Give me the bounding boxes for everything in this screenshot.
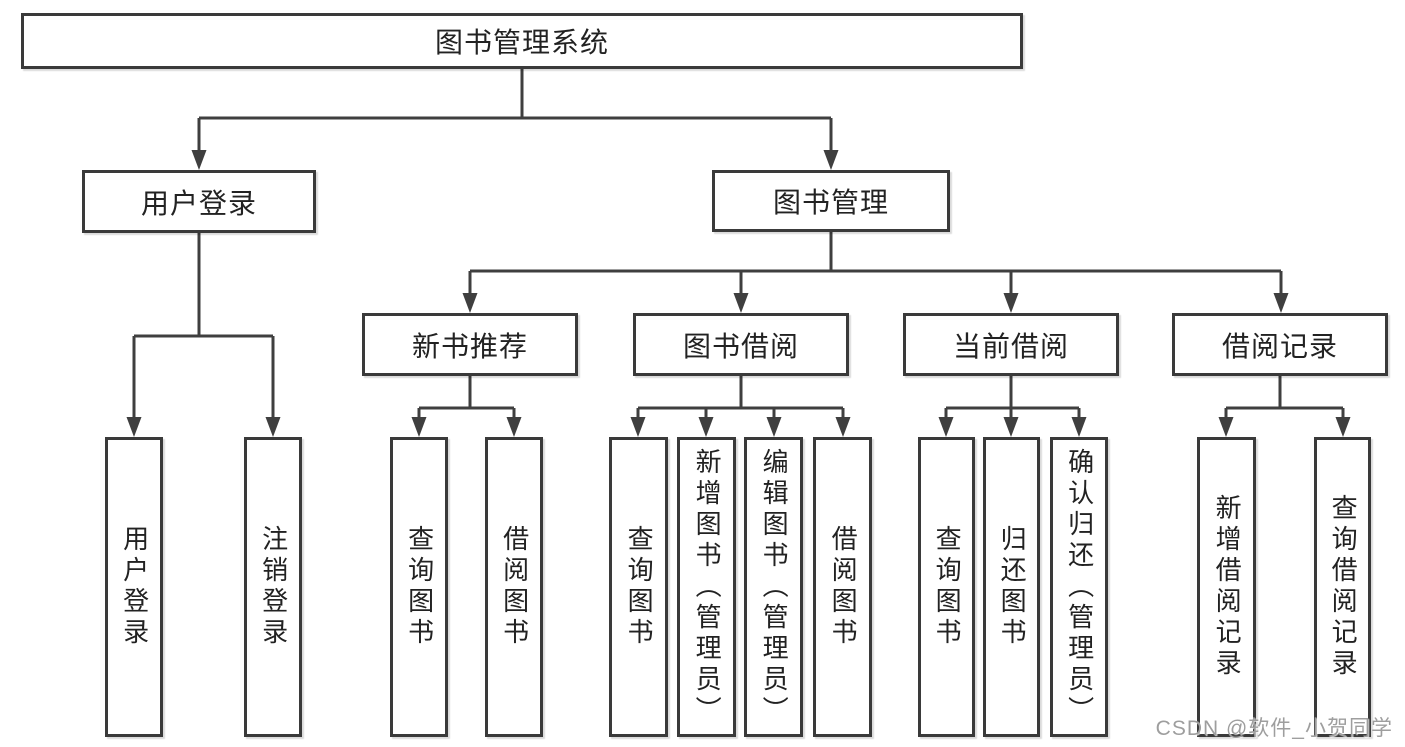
leaf-edit-book-admin: 编辑图书（管理员）: [744, 437, 803, 737]
csdn-watermark: CSDN @软件_小贺同学: [1155, 717, 1393, 740]
leaf-add-book-admin: 新增图书（管理员）: [677, 437, 736, 737]
arrowhead: [506, 417, 522, 437]
arrowhead: [698, 417, 714, 437]
leaf-user-login: 用户登录: [105, 437, 163, 737]
leaf-label: 新增借阅记录: [1212, 494, 1243, 680]
arrowhead: [1273, 293, 1289, 313]
arrowhead: [1003, 293, 1019, 313]
arrowhead: [766, 417, 782, 437]
node-new-book-recommend: 新书推荐: [362, 313, 578, 376]
arrowhead: [733, 293, 749, 313]
leaf-label: 归还图书: [997, 525, 1028, 649]
leaf-borrow-books-2: 借阅图书: [813, 437, 872, 737]
leaf-logout: 注销登录: [244, 437, 302, 737]
node-borrowing-records: 借阅记录: [1172, 313, 1388, 376]
connector-root-to-level2: [191, 69, 839, 170]
leaf-label: 借阅图书: [499, 525, 530, 649]
arrowhead: [265, 417, 281, 437]
leaf-label: 查询图书: [624, 525, 655, 649]
arrowhead: [835, 417, 851, 437]
node-root: 图书管理系统: [21, 13, 1023, 69]
arrowhead: [1218, 417, 1234, 437]
leaf-query-books-3: 查询图书: [918, 437, 975, 737]
arrowhead: [630, 417, 646, 437]
arrowhead: [823, 150, 839, 170]
arrowhead: [411, 417, 427, 437]
leaf-label: 编辑图书（管理员）: [759, 447, 790, 727]
arrowhead: [1335, 417, 1351, 437]
node-book-management: 图书管理: [712, 170, 950, 232]
leaf-label: 查询图书: [404, 525, 435, 649]
node-current-borrowing: 当前借阅: [903, 313, 1119, 376]
arrowhead: [191, 150, 207, 170]
leaf-label: 新增图书（管理员）: [692, 447, 723, 727]
arrowhead: [462, 293, 478, 313]
leaf-label: 确认归还（管理员）: [1064, 447, 1095, 727]
leaf-confirm-return-admin: 确认归还（管理员）: [1050, 437, 1108, 737]
leaf-label: 注销登录: [258, 525, 289, 649]
leaf-label: 借阅图书: [828, 525, 859, 649]
leaf-return-books: 归还图书: [983, 437, 1040, 737]
leaf-label: 用户登录: [119, 525, 150, 649]
connector-book-borrowing-children: [630, 376, 851, 437]
connector-book-management-children: [462, 232, 1289, 313]
leaf-query-books-2: 查询图书: [609, 437, 668, 737]
arrowhead: [1003, 417, 1019, 437]
connector-current-borrowing-children: [938, 376, 1087, 437]
leaf-label: 查询图书: [932, 525, 963, 649]
leaf-query-books: 查询图书: [390, 437, 448, 737]
arrowhead: [1071, 417, 1087, 437]
connector-new-book-recommend-children: [411, 376, 522, 437]
arrowhead: [126, 417, 142, 437]
node-user-login: 用户登录: [82, 170, 316, 233]
leaf-borrow-books: 借阅图书: [485, 437, 543, 737]
arrowhead: [938, 417, 954, 437]
leaf-query-borrow-record: 查询借阅记录: [1314, 437, 1371, 737]
leaf-label: 查询借阅记录: [1328, 494, 1359, 680]
leaf-add-borrow-record: 新增借阅记录: [1197, 437, 1256, 737]
connector-borrowing-records-children: [1218, 376, 1351, 437]
node-book-borrowing: 图书借阅: [633, 313, 849, 376]
connector-user-login-children: [126, 233, 281, 437]
